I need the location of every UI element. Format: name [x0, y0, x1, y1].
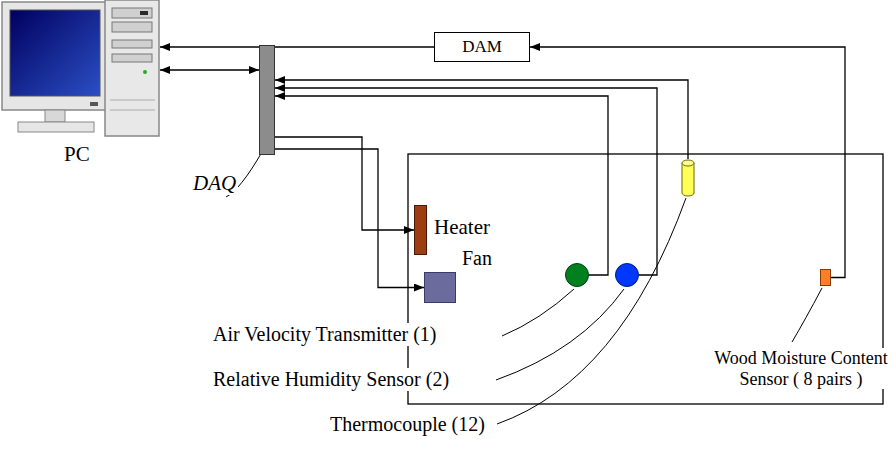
signal-wire: [275, 80, 688, 159]
part-label: Fan: [460, 247, 494, 270]
leader-line: [502, 289, 574, 336]
sensor-label: Wood Moisture Content Sensor ( 8 pairs ): [711, 348, 891, 389]
signal-wire: [275, 137, 414, 230]
air-velocity-sensor-shape: [565, 263, 589, 287]
humidity-sensor-shape: [615, 263, 639, 287]
thermocouple-probe-shape: [681, 159, 695, 197]
fan-unit: Fan: [424, 272, 456, 303]
device-label: PC: [62, 142, 92, 166]
daq-unit: DAQ: [259, 45, 275, 155]
device-label: DAQ: [191, 171, 238, 195]
dam-module: DAM: [434, 32, 530, 62]
signal-wire: [160, 69, 259, 70]
moisture-sensor: Wood Moisture Content Sensor ( 8 pairs ): [820, 269, 831, 286]
signal-wire: [275, 96, 608, 275]
leader-line: [496, 289, 624, 380]
part-label: Heater: [432, 215, 492, 239]
sensor-label: Air Velocity Transmitter (1): [211, 323, 439, 346]
computer-pc: PC: [0, 0, 160, 170]
humidity-sensor: Relative Humidity Sensor (2): [615, 263, 639, 287]
leader-line: [792, 288, 822, 342]
heater-element: Heater: [414, 205, 427, 255]
air-velocity-sensor: Air Velocity Transmitter (1): [565, 263, 589, 287]
signal-wire: [160, 46, 434, 47]
label-holder: DAM: [435, 33, 529, 61]
sensor-label: Relative Humidity Sensor (2): [211, 368, 451, 391]
signal-wire: [275, 88, 657, 275]
signal-wire: [530, 47, 845, 278]
sensor-label: Thermocouple (12): [328, 413, 487, 436]
thermocouple-probe: Thermocouple (12): [681, 159, 695, 197]
signal-wire: [275, 149, 424, 288]
device-label: DAM: [462, 37, 502, 57]
